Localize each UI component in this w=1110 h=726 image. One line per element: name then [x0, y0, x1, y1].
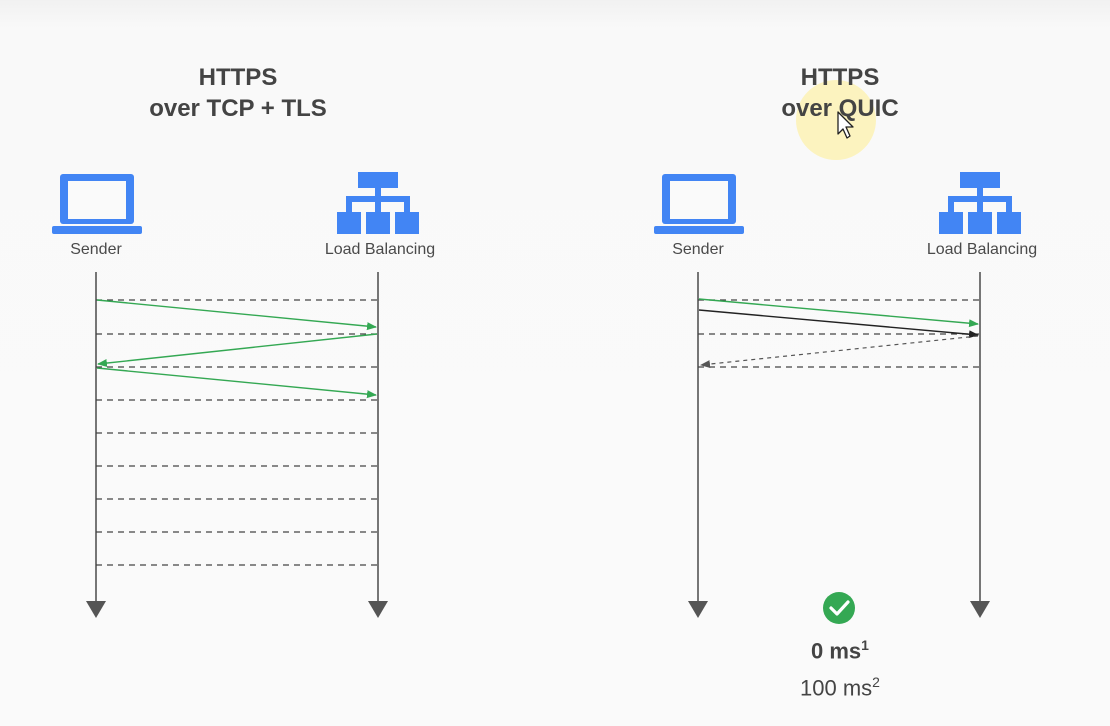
check-circle-icon	[823, 592, 855, 624]
quic-sender-timeline	[688, 272, 708, 618]
latency-secondary: 100 ms2	[760, 674, 920, 701]
cursor-highlight	[796, 80, 876, 160]
load-balancer-icon	[337, 172, 419, 234]
latency-secondary-footnote: 2	[872, 674, 880, 690]
quic-messages	[698, 298, 979, 369]
tcp-title-line1: HTTPS	[198, 64, 278, 91]
tcp-round-trip-lines	[96, 299, 378, 566]
handshake-message-to-receiver	[96, 299, 377, 331]
tcp-tls-title: HTTPS over TCP + TLS	[78, 62, 398, 124]
load-balancer-icon	[939, 172, 1021, 234]
latency-primary-footnote: 1	[861, 637, 869, 653]
latency-primary-value: 0 ms	[811, 638, 862, 664]
handshake-message-to-sender	[97, 333, 378, 368]
mouse-pointer-icon	[837, 111, 854, 139]
tcp-receiver-timeline	[368, 272, 388, 618]
tcp-handshake-messages	[96, 299, 378, 399]
laptop-icon	[52, 174, 142, 234]
quic-handshake-message	[698, 298, 979, 328]
tcp-receiver-label: Load Balancing	[324, 241, 436, 258]
quic-receiver-timeline	[970, 272, 990, 618]
laptop-icon	[654, 174, 744, 234]
quic-sender-label: Sender	[672, 241, 724, 258]
latency-secondary-value: 100 ms	[800, 675, 873, 701]
tcp-title-line2: over TCP + TLS	[149, 95, 327, 122]
latency-primary: 0 ms1	[760, 637, 920, 664]
quic-title-line1: HTTPS	[800, 64, 880, 91]
quic-receiver-label: Load Balancing	[926, 241, 1038, 258]
quic-round-trip-lines	[698, 299, 980, 368]
quic-response-message	[700, 335, 979, 369]
tcp-sender-timeline	[86, 272, 106, 618]
handshake-message-to-receiver	[96, 367, 377, 399]
tcp-sender-label: Sender	[70, 241, 122, 258]
quic-data-message	[698, 309, 979, 339]
